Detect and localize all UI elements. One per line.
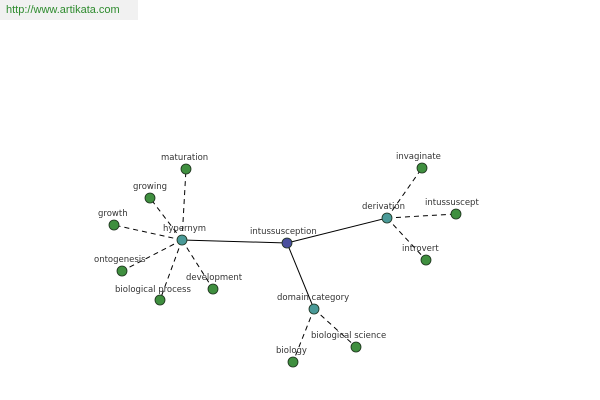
graph-labels: intussusception hypernym derivation domain … bbox=[94, 152, 479, 356]
edge-hypernym-to-development bbox=[181, 239, 214, 290]
node-development[interactable] bbox=[207, 283, 219, 295]
node-biology[interactable] bbox=[287, 356, 299, 368]
node-introvert[interactable] bbox=[420, 254, 432, 266]
label-derivation[interactable]: derivation bbox=[362, 202, 405, 212]
edge-hypernym-to-biological-process bbox=[159, 239, 183, 301]
edge-hypernym-to-ontogenesis bbox=[121, 239, 183, 272]
edge-domain-category-to-biological-science bbox=[313, 308, 357, 348]
label-biology[interactable]: biology bbox=[276, 346, 307, 356]
edge-hypernym-to-maturation bbox=[181, 168, 187, 241]
node-invaginate[interactable] bbox=[416, 162, 428, 174]
edge-intussusception-to-hypernym bbox=[181, 239, 288, 244]
node-growth[interactable] bbox=[108, 219, 120, 231]
label-growth[interactable]: growth bbox=[98, 209, 128, 219]
label-biological-science[interactable]: biological science bbox=[311, 331, 386, 341]
edge-derivation-to-invaginate bbox=[386, 167, 423, 219]
edge-hypernym-to-growth bbox=[113, 224, 183, 241]
node-biological-process[interactable] bbox=[154, 294, 166, 306]
label-invaginate[interactable]: invaginate bbox=[396, 152, 441, 162]
edge-domain-category-to-biology bbox=[292, 308, 315, 363]
graph-nodes bbox=[108, 162, 462, 368]
edge-derivation-to-intussuscept bbox=[386, 213, 457, 219]
label-growing[interactable]: growing bbox=[133, 182, 167, 192]
label-hypernym[interactable]: hypernym bbox=[163, 224, 206, 234]
graph-edges bbox=[113, 167, 457, 363]
edge-intussusception-to-domain-category bbox=[286, 242, 315, 310]
node-intussusception[interactable] bbox=[281, 237, 293, 249]
label-maturation[interactable]: maturation bbox=[161, 153, 208, 163]
label-domain-category[interactable]: domain category bbox=[277, 293, 349, 303]
node-biological-science[interactable] bbox=[350, 341, 362, 353]
edge-intussusception-to-derivation bbox=[286, 217, 388, 244]
edge-derivation-to-introvert bbox=[386, 217, 427, 261]
label-development[interactable]: development bbox=[186, 273, 243, 283]
node-domain-category[interactable] bbox=[308, 303, 320, 315]
label-biological-process[interactable]: biological process bbox=[115, 285, 191, 295]
label-intussusception[interactable]: intussusception bbox=[250, 227, 317, 237]
node-intussuscept[interactable] bbox=[450, 208, 462, 220]
watermark-url[interactable]: http://www.artikata.com bbox=[0, 0, 138, 20]
node-growing[interactable] bbox=[144, 192, 156, 204]
node-ontogenesis[interactable] bbox=[116, 265, 128, 277]
label-introvert[interactable]: introvert bbox=[402, 244, 439, 254]
node-maturation[interactable] bbox=[180, 163, 192, 175]
node-hypernym[interactable] bbox=[176, 234, 188, 246]
label-ontogenesis[interactable]: ontogenesis bbox=[94, 255, 146, 265]
label-intussuscept[interactable]: intussuscept bbox=[425, 198, 479, 208]
node-derivation[interactable] bbox=[381, 212, 393, 224]
